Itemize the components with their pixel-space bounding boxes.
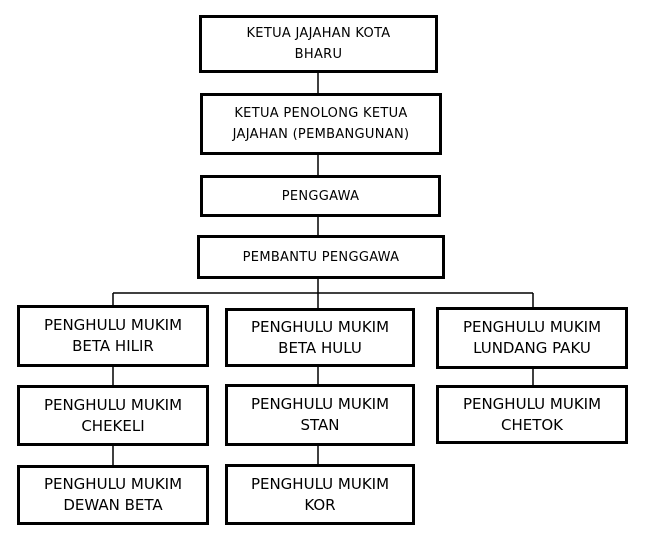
node-mukim-chekeli: PENGHULU MUKIM CHEKELI — [17, 385, 209, 446]
node-mukim-beta-hulu: PENGHULU MUKIM BETA HULU — [225, 308, 415, 367]
node-mukim-dewan-beta-label: PENGHULU MUKIM DEWAN BETA — [43, 475, 183, 514]
node-mukim-kor: PENGHULU MUKIM KOR — [225, 464, 415, 525]
node-pembantu-penggawa: PEMBANTU PENGGAWA — [197, 235, 445, 279]
node-ketua-jajahan: KETUA JAJAHAN KOTA BHARU — [199, 15, 438, 73]
node-ketua-jajahan-label: KETUA JAJAHAN KOTA BHARU — [246, 26, 391, 62]
node-mukim-stan: PENGHULU MUKIM STAN — [225, 384, 415, 446]
node-mukim-beta-hulu-label: PENGHULU MUKIM BETA HULU — [250, 317, 390, 357]
node-penggawa-label: PENGGAWA — [281, 188, 360, 204]
node-mukim-kor-label: PENGHULU MUKIM KOR — [250, 474, 390, 514]
node-penggawa: PENGGAWA — [200, 175, 441, 217]
node-mukim-chetok-label: PENGHULU MUKIM CHETOK — [462, 394, 602, 434]
node-ketua-penolong: KETUA PENOLONG KETUA JAJAHAN (PEMBANGUNA… — [200, 93, 442, 155]
node-mukim-lundang-paku-label: PENGHULU MUKIM LUNDANG PAKU — [462, 318, 602, 357]
node-mukim-lundang-paku: PENGHULU MUKIM LUNDANG PAKU — [436, 307, 628, 369]
node-pembantu-penggawa-label: PEMBANTU PENGGAWA — [242, 249, 400, 265]
node-mukim-chekeli-label: PENGHULU MUKIM CHEKELI — [43, 395, 183, 435]
node-mukim-dewan-beta: PENGHULU MUKIM DEWAN BETA — [17, 465, 209, 525]
node-mukim-stan-label: PENGHULU MUKIM STAN — [250, 395, 390, 434]
node-mukim-beta-hilir: PENGHULU MUKIM BETA HILIR — [17, 305, 209, 367]
node-ketua-penolong-label: KETUA PENOLONG KETUA JAJAHAN (PEMBANGUNA… — [232, 106, 410, 142]
node-mukim-chetok: PENGHULU MUKIM CHETOK — [436, 385, 628, 444]
node-mukim-beta-hilir-label: PENGHULU MUKIM BETA HILIR — [43, 316, 183, 355]
